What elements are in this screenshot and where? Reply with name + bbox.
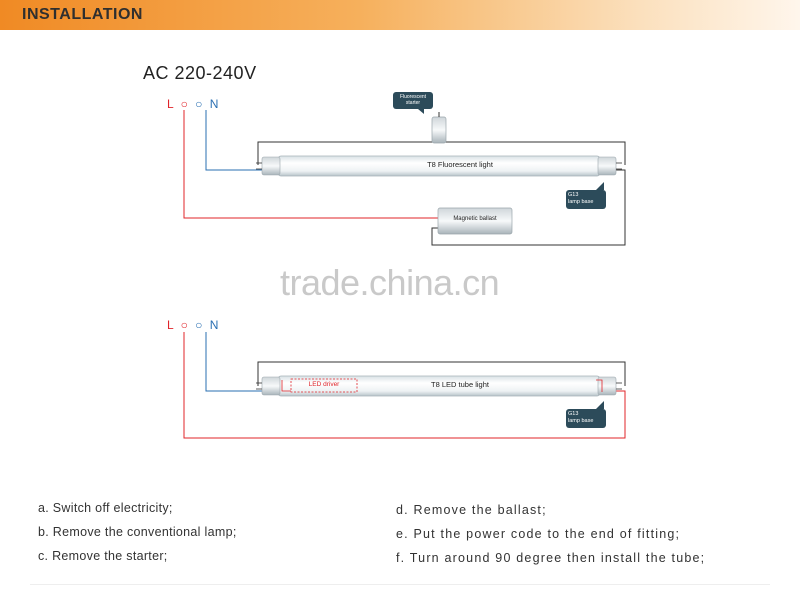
footer-divider: [30, 584, 770, 585]
voltage-label: AC 220-240V: [143, 63, 257, 83]
line-wire: [183, 110, 438, 219]
step-item: d. Remove the ballast;: [396, 503, 547, 517]
neutral-wire: [205, 332, 262, 392]
terminals-bottom: L ○ ○ N: [167, 318, 220, 332]
fluorescent-tube-label: T8 Fluorescent light: [427, 160, 493, 169]
terminal-l-dot: ○: [180, 97, 190, 111]
neutral-wire: [205, 110, 262, 171]
lampbase-line2: lamp base: [568, 418, 594, 424]
terminal-l-label: L: [167, 318, 176, 332]
lampbase-line1: G13: [568, 411, 579, 417]
terminal-n-label: N: [209, 97, 221, 111]
tube-cap-left: [261, 156, 281, 176]
step-item: b. Remove the conventional lamp;: [38, 525, 237, 539]
step-item: f. Turn around 90 degree then install th…: [396, 551, 706, 565]
step-item: a. Switch off electricity;: [38, 501, 173, 515]
lampbase-label-2: G13 lamp base: [568, 411, 606, 425]
diagram-fluorescent: [183, 92, 626, 246]
tube-cap-left: [261, 376, 281, 396]
terminal-n-dot: ○: [195, 97, 205, 111]
terminal-n-label: N: [209, 318, 221, 332]
led-driver-box: [290, 378, 358, 393]
tube-cap-right: [597, 156, 617, 176]
lampbase-line1: G13: [568, 192, 579, 198]
tube-cap-right: [597, 376, 617, 396]
lampbase-callout: [566, 409, 606, 428]
steps-left: a. Switch off electricity; b. Remove the…: [38, 499, 237, 571]
watermark: trade.china.cn: [280, 262, 500, 303]
steps-right: d. Remove the ballast; e. Put the power …: [396, 501, 705, 573]
led-driver-label: LED driver: [308, 381, 340, 388]
header-bar: INSTALLATION: [0, 0, 800, 30]
starter-label: Fluorescent starter: [399, 94, 427, 106]
section-title: INSTALLATION: [22, 6, 143, 23]
step-item: e. Put the power code to the end of fitt…: [396, 527, 681, 541]
lampbase-callout: [566, 190, 606, 209]
right-wire: [431, 169, 626, 246]
magnetic-ballast: [437, 207, 513, 235]
ballast-label: Magnetic ballast: [453, 216, 497, 222]
step-item: c. Remove the starter;: [38, 549, 168, 563]
top-wire: [257, 361, 626, 386]
starter-body: [431, 116, 447, 144]
starter-callout: [393, 92, 433, 109]
terminal-n-dot: ○: [195, 318, 205, 332]
terminal-l-label: L: [167, 97, 176, 111]
line-wire: [183, 332, 626, 439]
diagram-led: [183, 332, 626, 439]
terminal-l-dot: ○: [180, 318, 190, 332]
lampbase-line2: lamp base: [568, 199, 594, 205]
lampbase-label-1: G13 lamp base: [568, 192, 606, 206]
led-tube-label: T8 LED tube light: [431, 380, 489, 389]
terminals-top: L ○ ○ N: [167, 97, 220, 111]
